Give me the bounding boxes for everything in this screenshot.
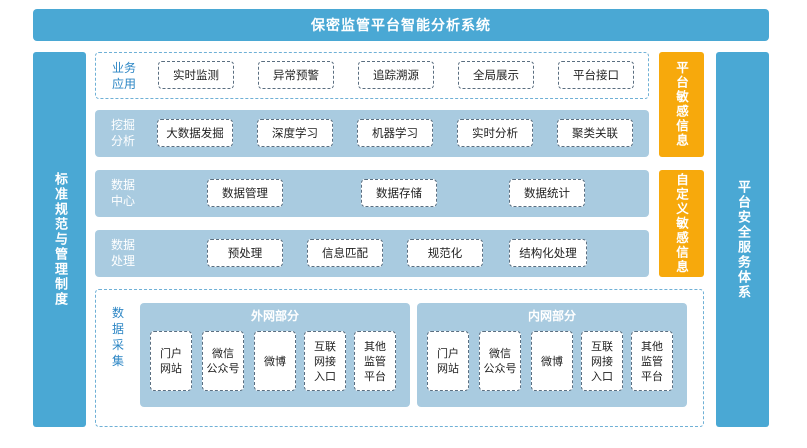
custom-sensitive-info-block: 自定义敏感信息 bbox=[659, 170, 704, 277]
chip-normalization[interactable]: 规范化 bbox=[407, 239, 483, 267]
left-sidebar-label: 标准规范与管理制度 bbox=[52, 172, 67, 307]
row-label-line1: 数据 bbox=[110, 178, 135, 192]
row-label: 挖掘 分析 bbox=[103, 117, 143, 149]
right-sidebar-security: 平台安全服务体系 bbox=[716, 52, 769, 427]
row-data-processing: 数据 处理 预处理 信息匹配 规范化 结构化处理 bbox=[95, 230, 649, 277]
tile-portal-website[interactable]: 门户网站 bbox=[150, 331, 192, 391]
row-mining-analysis: 挖掘 分析 大数据发掘 深度学习 机器学习 实时分析 聚类关联 bbox=[95, 110, 649, 157]
group-internal-network: 内网部分 门户网站 微信公众号 微博 互联网接入口 其他监管平台 bbox=[417, 303, 687, 407]
row-data-center: 数据 中心 数据管理 数据存储 数据统计 bbox=[95, 170, 649, 217]
chip-machine-learning[interactable]: 机器学习 bbox=[357, 119, 433, 147]
chip-big-data-mining[interactable]: 大数据发掘 bbox=[157, 119, 233, 147]
tile-wechat-official[interactable]: 微信公众号 bbox=[479, 331, 521, 391]
chip-realtime-analysis[interactable]: 实时分析 bbox=[457, 119, 533, 147]
chip-cluster-association[interactable]: 聚类关联 bbox=[557, 119, 633, 147]
group-external-network: 外网部分 门户网站 微信公众号 微博 互联网接入口 其他监管平台 bbox=[140, 303, 410, 407]
chip-global-display[interactable]: 全局展示 bbox=[458, 61, 534, 89]
chip-preprocessing[interactable]: 预处理 bbox=[207, 239, 283, 267]
row-label: 业务 应用 bbox=[104, 60, 144, 92]
tile-portal-website[interactable]: 门户网站 bbox=[427, 331, 469, 391]
row-label-line2: 应用 bbox=[111, 77, 136, 91]
row-label-line2: 处理 bbox=[110, 254, 135, 268]
row-label-line1: 数据 bbox=[110, 238, 135, 252]
tile-internet-access[interactable]: 互联网接入口 bbox=[304, 331, 346, 391]
tile-internet-access[interactable]: 互联网接入口 bbox=[581, 331, 623, 391]
row-business-application: 业务 应用 实时监测 异常预警 追踪溯源 全局展示 平台接口 bbox=[95, 52, 649, 99]
tile-wechat-official[interactable]: 微信公众号 bbox=[202, 331, 244, 391]
tile-weibo[interactable]: 微博 bbox=[254, 331, 296, 391]
group-title: 内网部分 bbox=[527, 309, 576, 323]
tile-weibo[interactable]: 微博 bbox=[531, 331, 573, 391]
row-label: 数据 处理 bbox=[103, 237, 143, 269]
left-sidebar-standards: 标准规范与管理制度 bbox=[33, 52, 86, 427]
row-label-line2: 分析 bbox=[110, 134, 135, 148]
custom-sensitive-info-label: 自定义敏感信息 bbox=[674, 172, 689, 275]
platform-sensitive-info-block: 平台敏感信息 bbox=[659, 52, 704, 157]
row-label-line2: 中心 bbox=[110, 194, 135, 208]
row-label-line1: 挖掘 bbox=[110, 118, 135, 132]
chip-deep-learning[interactable]: 深度学习 bbox=[257, 119, 333, 147]
chip-anomaly-alert[interactable]: 异常预警 bbox=[258, 61, 334, 89]
chip-data-storage[interactable]: 数据存储 bbox=[361, 179, 437, 207]
data-collection-label: 数据采集 bbox=[111, 306, 124, 368]
system-title-banner: 保密监管平台智能分析系统 bbox=[33, 9, 769, 41]
platform-sensitive-info-label: 平台敏感信息 bbox=[674, 61, 689, 148]
row-label: 数据 中心 bbox=[103, 177, 143, 209]
group-title: 外网部分 bbox=[250, 309, 299, 323]
chip-data-statistics[interactable]: 数据统计 bbox=[509, 179, 585, 207]
chip-info-matching[interactable]: 信息匹配 bbox=[307, 239, 383, 267]
chip-realtime-monitor[interactable]: 实时监测 bbox=[158, 61, 234, 89]
right-sidebar-label: 平台安全服务体系 bbox=[735, 179, 750, 300]
chip-data-management[interactable]: 数据管理 bbox=[207, 179, 283, 207]
row-label-line1: 业务 bbox=[111, 61, 136, 75]
chip-platform-interface[interactable]: 平台接口 bbox=[558, 61, 634, 89]
chip-trace-source[interactable]: 追踪溯源 bbox=[358, 61, 434, 89]
tile-other-platform[interactable]: 其他监管平台 bbox=[354, 331, 396, 391]
chip-structuring[interactable]: 结构化处理 bbox=[509, 239, 587, 267]
tile-other-platform[interactable]: 其他监管平台 bbox=[631, 331, 673, 391]
